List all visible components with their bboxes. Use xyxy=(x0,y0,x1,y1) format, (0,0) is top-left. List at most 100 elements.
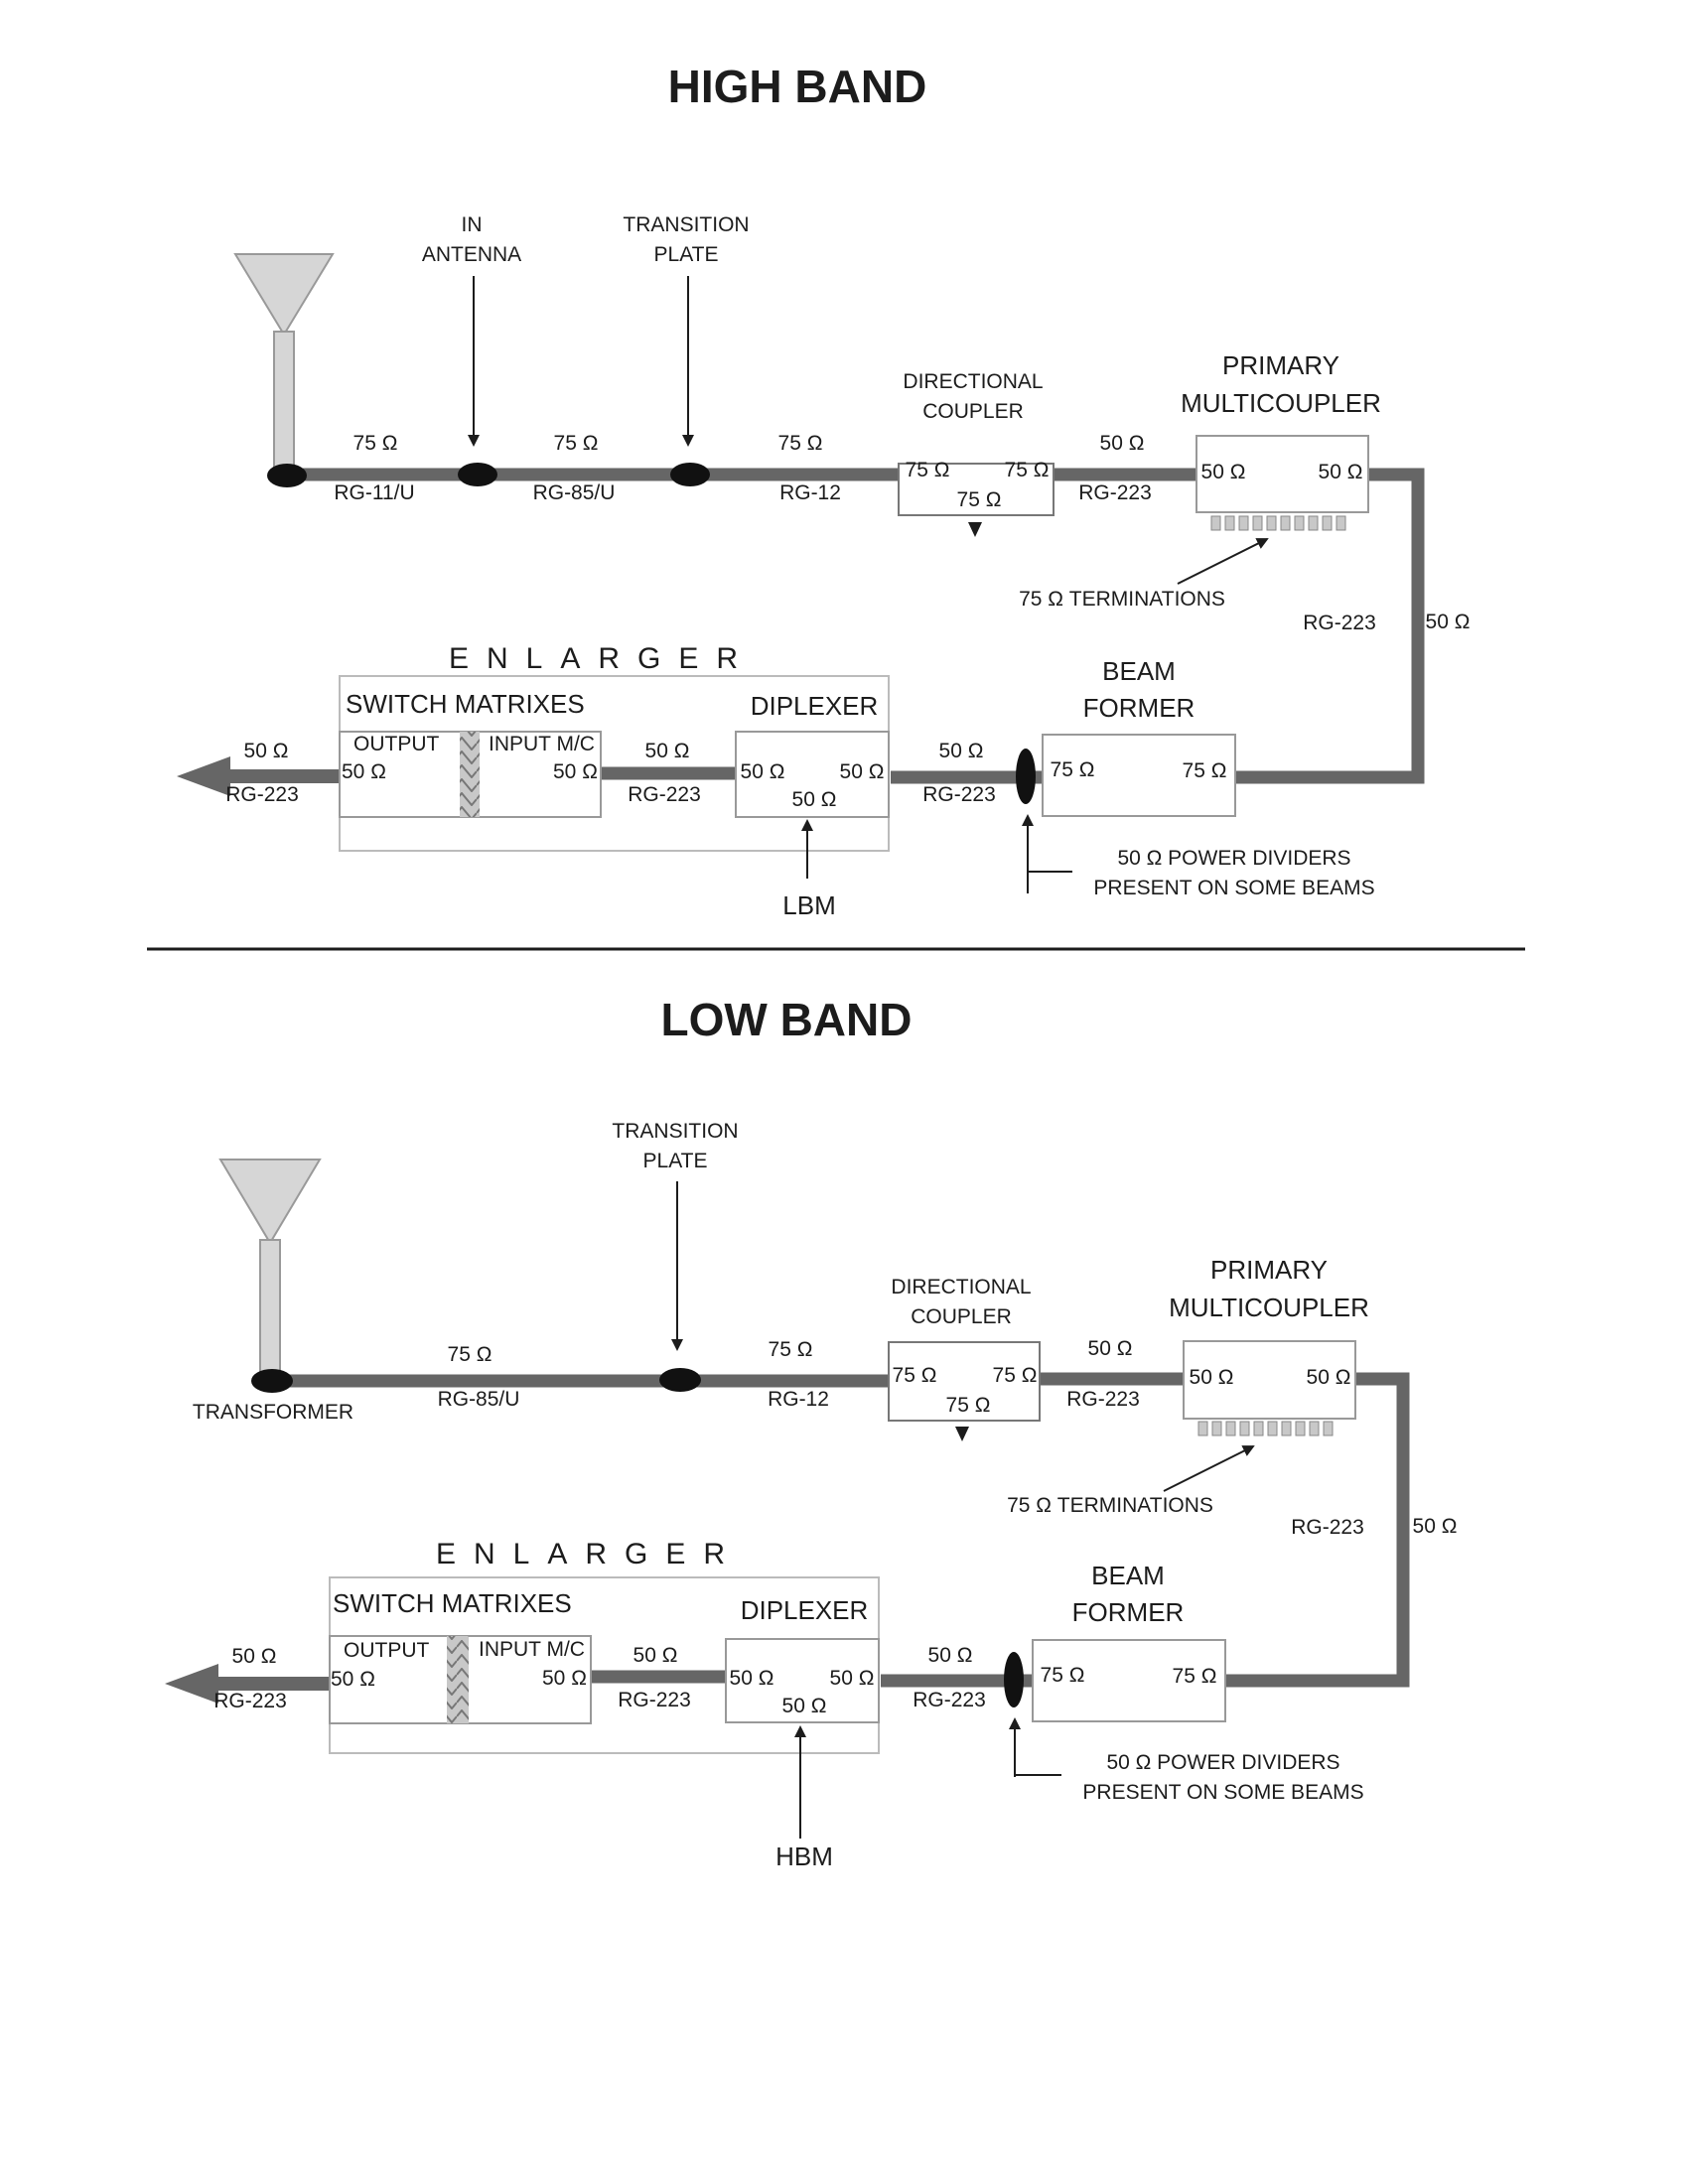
low-input-mc-impedance: 50 Ω xyxy=(542,1667,587,1690)
low-coupler-title-1: DIRECTIONAL xyxy=(891,1276,1031,1298)
high-transition-plate-connector xyxy=(670,463,710,486)
low-seg2-impedance: 75 Ω xyxy=(769,1338,813,1361)
high-enlarger-title: ENLARGER xyxy=(449,642,756,675)
high-multicoupler-title-1: PRIMARY xyxy=(1222,350,1339,380)
high-power-dividers-label-2: PRESENT ON SOME BEAMS xyxy=(1093,877,1374,899)
low-switch-divider xyxy=(447,1636,469,1723)
high-multicoupler-in: 50 Ω xyxy=(1201,461,1246,483)
high-transition-label-1: TRANSITION xyxy=(623,213,749,236)
high-diplexer-out: 50 Ω xyxy=(840,760,885,783)
high-in-antenna-label-2: ANTENNA xyxy=(422,243,521,266)
high-seg6-cable: RG-223 xyxy=(922,783,996,806)
low-beam-former-box xyxy=(1032,1639,1226,1722)
low-power-divider-connector xyxy=(1004,1652,1024,1707)
high-diplexer-box xyxy=(735,731,890,818)
low-input-mc-label: INPUT M/C xyxy=(479,1638,585,1661)
high-antenna-connector xyxy=(267,464,307,487)
high-seg2-cable: RG-85/U xyxy=(533,481,616,504)
high-seg5-impedance: 50 Ω xyxy=(1426,611,1471,633)
low-beamformer-out: 75 Ω xyxy=(1173,1665,1217,1688)
high-input-mc-label: INPUT M/C xyxy=(489,733,595,755)
low-transition-label-2: PLATE xyxy=(643,1150,708,1172)
high-terminations-label: 75 Ω TERMINATIONS xyxy=(1019,588,1225,611)
high-band-title: HIGH BAND xyxy=(668,61,927,112)
low-diplexer-box xyxy=(725,1638,880,1723)
high-diplexer-title: DIPLEXER xyxy=(751,691,879,721)
low-enlarger-title: ENLARGER xyxy=(436,1538,743,1570)
high-in-antenna-connector xyxy=(458,463,497,486)
high-power-dividers-label-1: 50 Ω POWER DIVIDERS xyxy=(1117,847,1350,870)
low-antenna-icon xyxy=(218,1159,322,1382)
high-antenna-icon xyxy=(233,253,335,474)
high-multicoupler-out: 50 Ω xyxy=(1319,461,1363,483)
high-diplexer-in: 50 Ω xyxy=(741,760,785,783)
low-coupler-tap-icon xyxy=(955,1427,969,1441)
high-input-mc-impedance: 50 Ω xyxy=(553,760,598,783)
low-power-dividers-label-2: PRESENT ON SOME BEAMS xyxy=(1082,1781,1363,1804)
low-diplexer-in: 50 Ω xyxy=(730,1667,774,1690)
high-seg6-impedance: 50 Ω xyxy=(939,740,984,762)
high-seg4-impedance: 50 Ω xyxy=(1100,432,1145,455)
high-coupler-title-1: DIRECTIONAL xyxy=(903,370,1043,393)
low-hbm-label: HBM xyxy=(775,1842,833,1871)
low-coupler-title-2: COUPLER xyxy=(911,1305,1012,1328)
low-multicoupler-title-1: PRIMARY xyxy=(1210,1255,1328,1285)
high-cable-multicoupler-to-beamformer xyxy=(1235,468,1425,784)
high-terminations-pointer xyxy=(1177,538,1269,585)
low-out-impedance: 50 Ω xyxy=(232,1645,277,1668)
high-beam-former-box xyxy=(1042,734,1236,817)
low-power-dividers-label-1: 50 Ω POWER DIVIDERS xyxy=(1106,1751,1339,1774)
high-seg2-impedance: 75 Ω xyxy=(554,432,599,455)
low-beamformer-title-2: FORMER xyxy=(1072,1597,1185,1627)
low-transformer-connector xyxy=(251,1369,293,1393)
low-transition-label-1: TRANSITION xyxy=(612,1120,738,1143)
high-beamformer-title-1: BEAM xyxy=(1102,656,1176,686)
low-coupler-tap: 75 Ω xyxy=(946,1394,991,1417)
low-coupler-in: 75 Ω xyxy=(893,1364,937,1387)
low-seg1-cable: RG-85/U xyxy=(438,1388,520,1411)
high-output-impedance: 50 Ω xyxy=(342,760,386,783)
low-cable-multicoupler-to-beamformer xyxy=(1225,1372,1410,1688)
low-coupler-out: 75 Ω xyxy=(993,1364,1038,1387)
low-primary-multicoupler-box xyxy=(1183,1340,1356,1420)
low-seg5-cable: RG-223 xyxy=(913,1689,986,1711)
low-beamformer-title-1: BEAM xyxy=(1091,1561,1165,1590)
high-power-divider-connector xyxy=(1016,749,1036,804)
low-multicoupler-in: 50 Ω xyxy=(1190,1366,1234,1389)
high-coupler-tap-icon xyxy=(968,522,982,537)
high-switch-matrixes-title: SWITCH MATRIXES xyxy=(346,689,585,719)
high-in-antenna-label-1: IN xyxy=(462,213,483,236)
low-multicoupler-title-2: MULTICOUPLER xyxy=(1169,1293,1369,1322)
high-seg4-cable: RG-223 xyxy=(1078,481,1152,504)
low-seg3-impedance: 50 Ω xyxy=(1088,1337,1133,1360)
low-beamformer-in: 75 Ω xyxy=(1041,1664,1085,1687)
high-coupler-out: 75 Ω xyxy=(1005,459,1050,481)
low-transition-plate-connector xyxy=(659,1368,701,1392)
low-directional-coupler-box xyxy=(888,1341,1041,1422)
high-diplexer-port: 50 Ω xyxy=(792,788,837,811)
low-diplexer-port: 50 Ω xyxy=(782,1695,827,1717)
low-output-arrow-icon xyxy=(165,1664,218,1704)
low-seg6-impedance: 50 Ω xyxy=(633,1644,678,1667)
high-coupler-tap: 75 Ω xyxy=(957,488,1002,511)
low-seg5-impedance: 50 Ω xyxy=(928,1644,973,1667)
high-seg3-cable: RG-12 xyxy=(779,481,841,504)
low-seg4-cable: RG-223 xyxy=(1291,1516,1364,1539)
high-out-impedance: 50 Ω xyxy=(244,740,289,762)
high-lbm-label: LBM xyxy=(782,890,835,920)
low-output-label: OUTPUT xyxy=(344,1639,430,1662)
low-termination-stubs xyxy=(1197,1421,1334,1436)
low-transformer-label: TRANSFORMER xyxy=(193,1401,353,1424)
high-seg7-impedance: 50 Ω xyxy=(645,740,690,762)
low-diplexer-out: 50 Ω xyxy=(830,1667,875,1690)
low-multicoupler-out: 50 Ω xyxy=(1307,1366,1351,1389)
high-output-label: OUTPUT xyxy=(353,733,440,755)
low-terminations-label: 75 Ω TERMINATIONS xyxy=(1007,1494,1213,1517)
high-seg5-cable: RG-223 xyxy=(1303,612,1376,634)
high-beamformer-out: 75 Ω xyxy=(1183,759,1227,782)
low-seg2-cable: RG-12 xyxy=(768,1388,829,1411)
low-output-impedance: 50 Ω xyxy=(331,1668,375,1691)
high-multicoupler-title-2: MULTICOUPLER xyxy=(1181,388,1381,418)
high-beamformer-title-2: FORMER xyxy=(1083,693,1196,723)
